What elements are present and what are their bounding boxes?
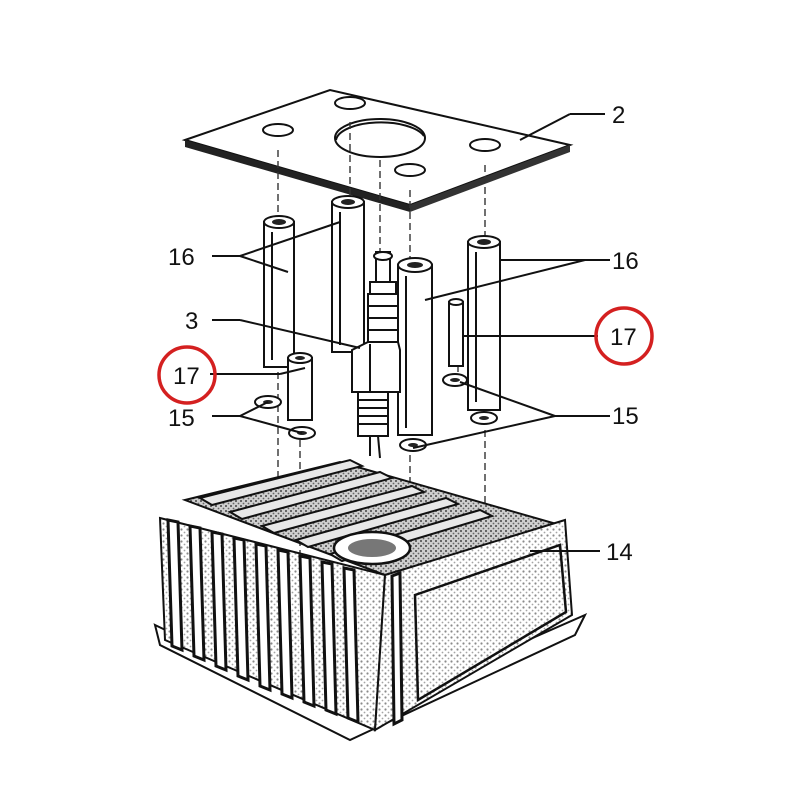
- label-pin-left: 17: [173, 363, 200, 390]
- label-spacers-left: 16: [168, 244, 195, 271]
- spacer-tube-back-center: [331, 195, 365, 353]
- spacer-tube-front: [397, 257, 433, 436]
- highlight-ring-pin-left: [157, 345, 217, 405]
- label-spacers-right: 16: [612, 248, 639, 275]
- cylinder-head: [153, 458, 588, 742]
- label-cylinder-head: 14: [606, 539, 633, 566]
- leader-lines: [210, 113, 610, 552]
- cooling-fins: [166, 518, 360, 725]
- label-gasket: 2: [612, 102, 625, 129]
- pin-left: [287, 352, 313, 421]
- highlight-ring-pin-right: [594, 306, 654, 366]
- label-pin-right: 17: [610, 324, 637, 351]
- spark-plug: [351, 251, 401, 459]
- label-washers-right: 15: [612, 403, 639, 430]
- pin-right: [448, 298, 464, 367]
- label-spark-plug: 3: [185, 308, 198, 335]
- gasket-plate: [181, 88, 574, 212]
- label-washers-left: 15: [168, 405, 195, 432]
- spacer-tube-back-right: [467, 235, 501, 411]
